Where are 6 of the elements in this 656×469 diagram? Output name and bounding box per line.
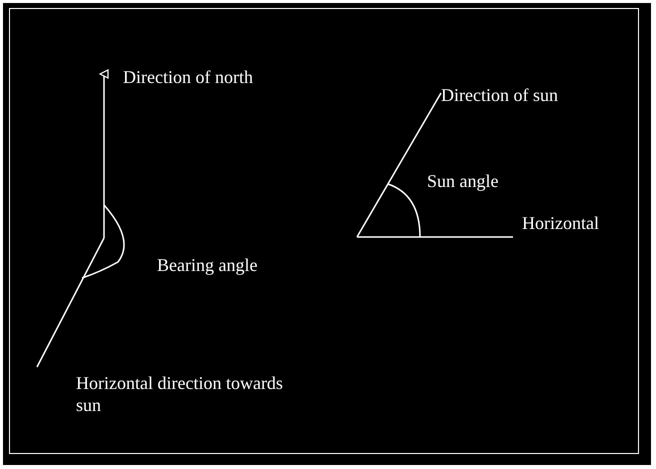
annotation-label: Sun angle <box>427 170 498 192</box>
annotation-label: Direction of north <box>123 66 253 88</box>
annotation-label: Horizontal direction towards sun <box>76 372 284 416</box>
annotation-label: Direction of sun <box>441 84 558 106</box>
annotation-label: Bearing angle <box>157 254 258 276</box>
annotation-label: Horizontal <box>522 212 599 234</box>
